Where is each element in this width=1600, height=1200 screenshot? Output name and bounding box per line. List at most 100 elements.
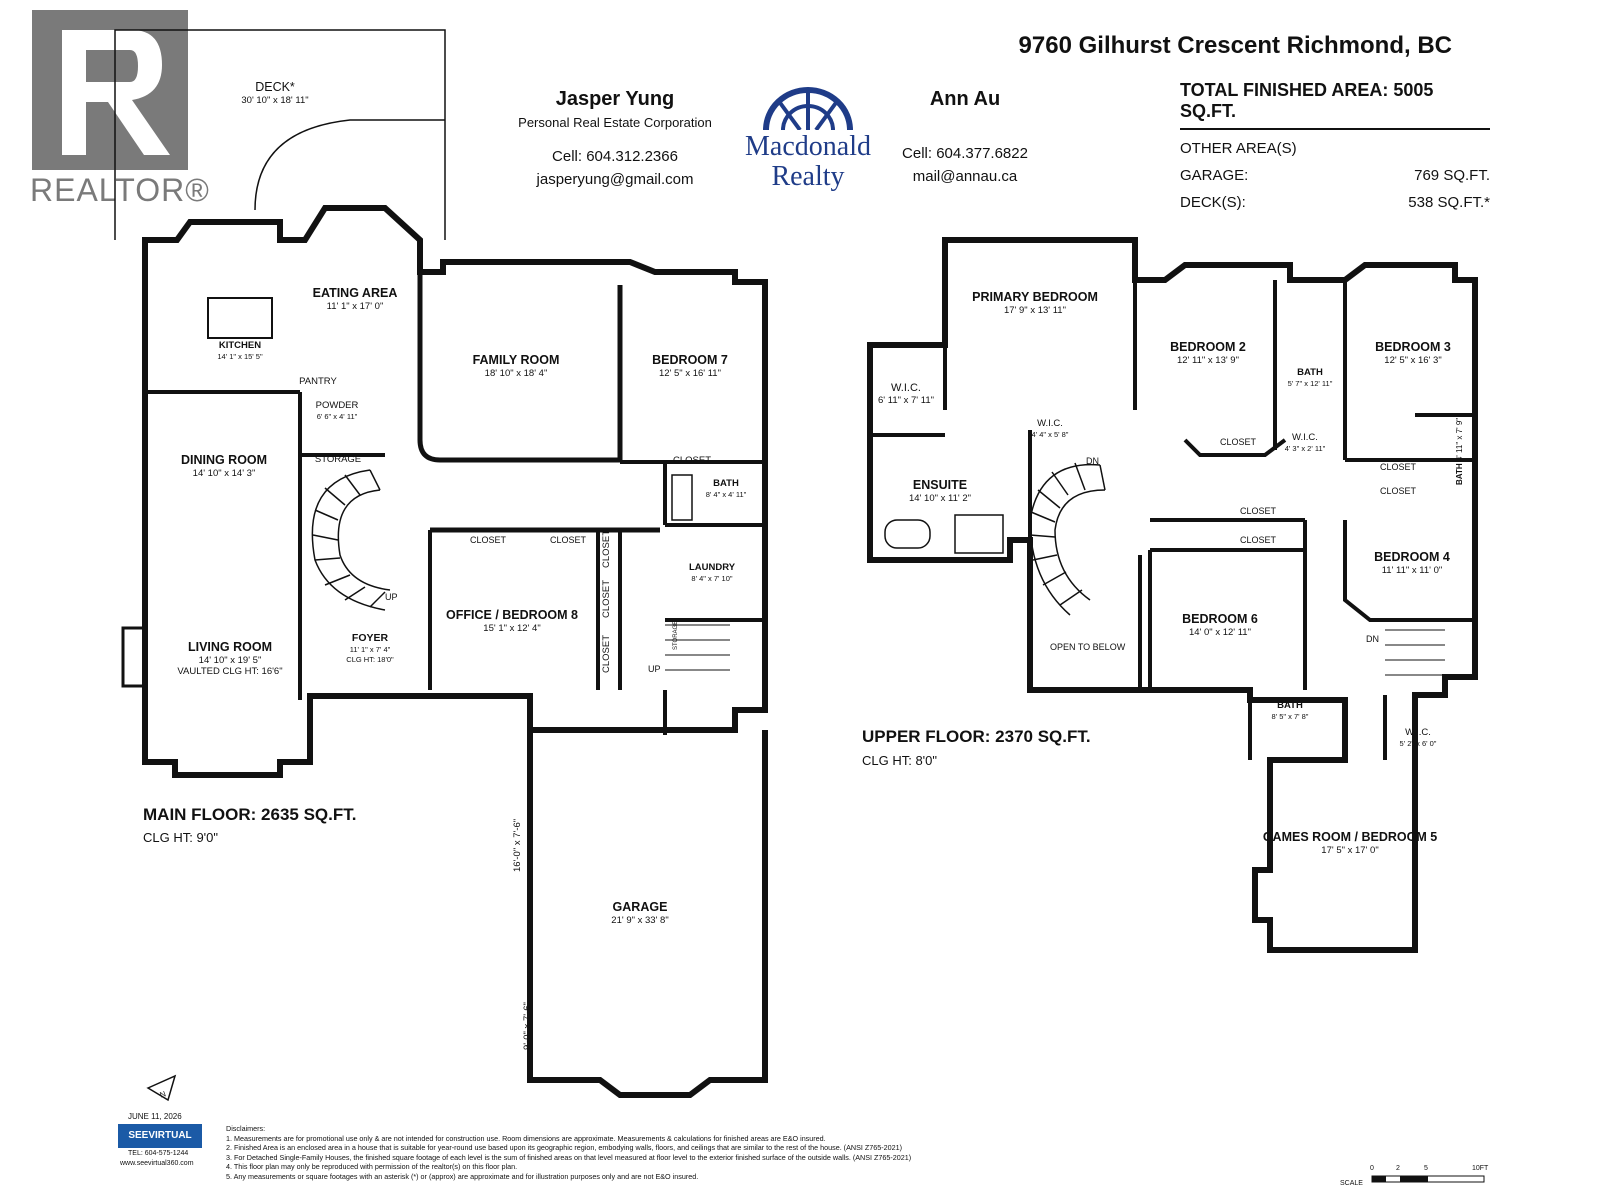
room-dining: DINING ROOM 14' 10" x 14' 3" <box>181 453 267 479</box>
scale-tick-2: 2 <box>1396 1165 1400 1172</box>
realtor-r-mark <box>32 10 188 170</box>
bathtub-main <box>671 474 693 521</box>
deck-outline <box>114 29 446 240</box>
room-primary-bedroom: PRIMARY BEDROOM 17' 9" x 13' 11" <box>972 290 1098 316</box>
room-dims: 14' 10" x 14' 3" <box>192 468 256 479</box>
room-dims: 12' 11" x 13' 9" <box>1177 355 1239 366</box>
room-dims: 8' 5" x 7' 8" <box>1271 712 1309 721</box>
room-dims: 11' 1" x 17' 0" <box>326 301 384 312</box>
room-name: KITCHEN <box>218 340 262 351</box>
main-stair <box>311 469 391 611</box>
room-wic-b3: W.I.C. 4' 3" x 2' 11" <box>1285 432 1326 453</box>
label-dn-stair: DN <box>1366 634 1379 644</box>
disclaimer-line: 4. This floor plan may only be reproduce… <box>226 1162 518 1172</box>
room-living: LIVING ROOM 14' 10" x 19' 5" VAULTED CLG… <box>177 640 282 677</box>
agent-ann: Ann Au Cell: 604.377.6822 mail@annau.ca <box>885 88 1045 185</box>
garage-stair <box>665 624 730 671</box>
room-dims: 14' 10" x 19' 5" <box>198 655 262 666</box>
room-bedroom-2: BEDROOM 2 12' 11" x 13' 9" <box>1170 340 1246 366</box>
room-dims: 4' 11" x 7' 9" <box>1455 417 1464 462</box>
room-dims: 11' 11" x 11' 0" <box>1381 565 1443 576</box>
main-floor-title: MAIN FLOOR: 2635 SQ.FT. <box>143 805 357 824</box>
room-dims: 6' 6" x 4' 11" <box>316 412 358 421</box>
room-garage: GARAGE 21' 9" x 33' 8" <box>611 900 668 926</box>
room-name: W.I.C. <box>1405 727 1431 738</box>
seevirtual-logo: SEEVIRTUAL <box>118 1124 202 1148</box>
room-dims: 5' 7" x 12' 11" <box>1287 379 1333 388</box>
room-name: LIVING ROOM <box>187 640 273 654</box>
room-wic-small: W.I.C. 4' 4" x 5' 8" <box>1032 418 1069 439</box>
deck-area-row: DECK(S):538 SQ.FT.* <box>1180 194 1490 211</box>
room-bedroom-7: BEDROOM 7 12' 5" x 16' 11" <box>652 353 728 379</box>
room-name: DECK* <box>255 80 295 94</box>
ensuite-shower <box>954 514 1004 554</box>
agent-name: Jasper Yung <box>555 88 675 110</box>
room-name: ENSUITE <box>912 478 968 492</box>
disclaimer-line: 5. Any measurements or square footages w… <box>226 1171 699 1181</box>
room-pantry: PANTRY <box>299 376 337 387</box>
room-name: DINING ROOM <box>180 453 268 467</box>
room-name: GARAGE <box>612 900 668 914</box>
room-dims: 8' 4" x 7' 10" <box>691 574 733 583</box>
room-name: BEDROOM 7 <box>652 353 728 367</box>
room-name: BEDROOM 4 <box>1374 550 1450 564</box>
label-open-below: OPEN TO BELOW <box>1050 642 1126 652</box>
room-closet-b7: CLOSET <box>673 455 711 466</box>
room-dims: 15' 1" x 12' 4" <box>483 623 541 634</box>
room-dims: 17' 5" x 17' 0" <box>1321 845 1379 856</box>
upper-house-outline <box>867 237 1478 953</box>
agent-title: Personal Real Estate Corporation <box>518 115 712 130</box>
room-name: W.I.C. <box>1292 432 1318 443</box>
garage-label: GARAGE: <box>1180 167 1249 184</box>
room-dims: 14' 10" x 11' 2" <box>909 493 971 504</box>
label-bath-b3: BATH 4' 11" x 7' 9" <box>1455 418 1464 485</box>
label-closet-o2: CLOSET <box>550 535 587 545</box>
room-dims: 17' 9" x 13' 11" <box>1004 305 1066 316</box>
room-dims: 18' 10" x 18' 4" <box>484 368 548 379</box>
agent-jasper: Jasper Yung Personal Real Estate Corpora… <box>515 88 715 188</box>
room-bedroom-4: BEDROOM 4 11' 11" x 11' 0" <box>1374 550 1450 576</box>
area-summary: TOTAL FINISHED AREA: 5005 SQ.FT. OTHER A… <box>1180 80 1490 211</box>
room-eating-area: EATING AREA 11' 1" x 17' 0" <box>313 286 398 312</box>
room-name: PANTRY <box>299 376 337 387</box>
ensuite-tub <box>884 519 931 549</box>
room-name: BATH <box>1455 463 1464 485</box>
agent-cell: Cell: 604.377.6822 <box>902 145 1028 162</box>
agent-email: mail@annau.ca <box>912 168 1018 185</box>
seevirtual-tel: TEL: 604-575-1244 <box>128 1150 189 1157</box>
scale-bar-icon <box>1371 1175 1485 1183</box>
label-closet-b6a: CLOSET <box>1240 506 1277 516</box>
label-closet-b6b: CLOSET <box>1240 535 1277 545</box>
room-games: GAMES ROOM / BEDROOM 5 17' 5" x 17' 0" <box>1263 830 1437 856</box>
label-up-stair: UP <box>648 664 661 674</box>
upper-floor-clg: CLG HT: 8'0" <box>862 753 938 768</box>
room-bath-b5: BATH 8' 5" x 7' 8" <box>1272 700 1309 721</box>
agent-cell: Cell: 604.312.2366 <box>552 148 678 165</box>
kitchen-island <box>207 297 273 339</box>
disclaimer-line: 3. For Detached Single-Family Houses, th… <box>226 1152 912 1162</box>
total-area: TOTAL FINISHED AREA: 5005 SQ.FT. <box>1180 80 1490 130</box>
property-address: 9760 Gilhurst Crescent Richmond, BC <box>1018 32 1452 59</box>
room-name: PRIMARY BEDROOM <box>972 290 1098 304</box>
room-name: BATH <box>713 478 739 489</box>
label-closet-b2: CLOSET <box>1220 437 1257 447</box>
main-floor-walls <box>121 205 768 1098</box>
other-label: OTHER AREA(S) <box>1180 140 1297 157</box>
room-dims: 5' 2" x 6' 0" <box>1399 739 1437 748</box>
room-extra: CLG HT: 18'0" <box>346 655 394 664</box>
disclaimers-title: Disclaimers: <box>226 1124 266 1133</box>
room-dims: 14' 0" x 12' 11" <box>1189 627 1251 638</box>
room-dims: 14' 1" x 15' 5" <box>217 352 263 361</box>
garage-value: 769 SQ.FT. <box>1414 167 1490 184</box>
scale-tick-5: 5 <box>1424 1165 1428 1172</box>
room-name: FAMILY ROOM <box>472 353 560 367</box>
room-dims: 8' 4" x 4' 11" <box>705 490 747 499</box>
label-closet-b3b: CLOSET <box>1380 486 1417 496</box>
room-name: W.I.C. <box>891 382 921 394</box>
fireplace <box>121 626 147 688</box>
room-dims: 12' 5" x 16' 3" <box>1384 355 1442 366</box>
room-name: CLOSET <box>672 455 712 466</box>
room-dims: 4' 4" x 5' 8" <box>1031 430 1069 439</box>
room-name: EATING AREA <box>312 286 398 300</box>
